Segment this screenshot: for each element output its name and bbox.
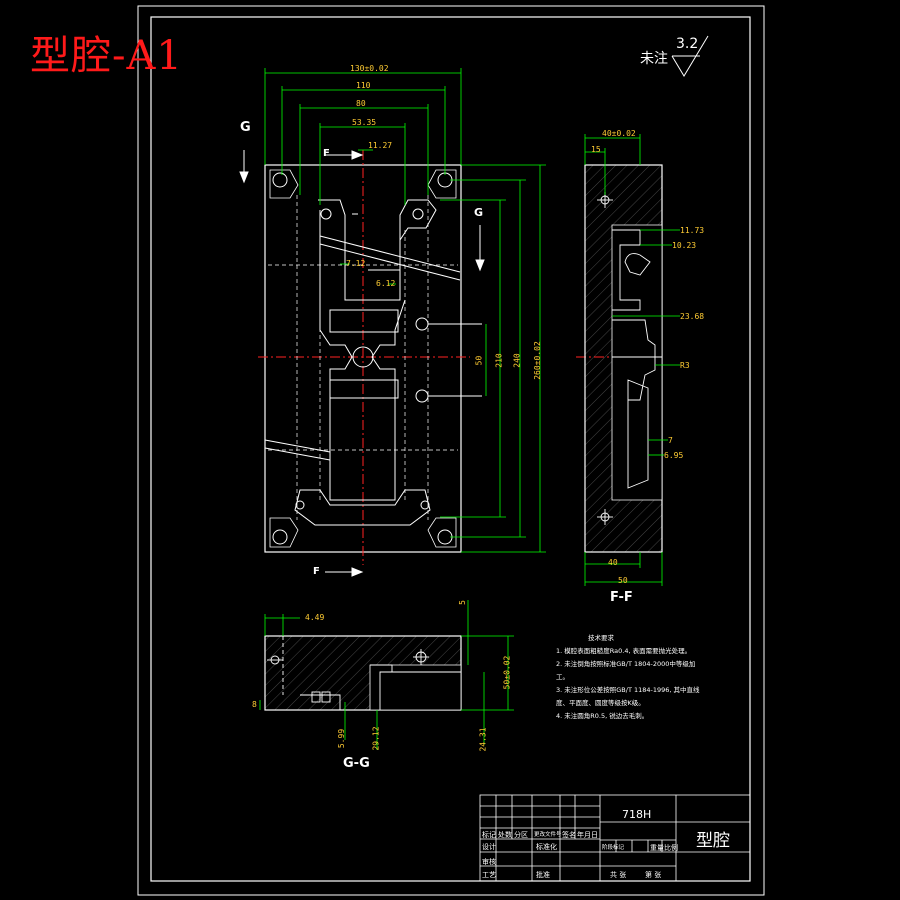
dim-ff-r3: R3 <box>680 361 690 370</box>
main-plan-view <box>239 68 662 577</box>
notes-title: 技术要求 <box>588 634 614 642</box>
roughness-label: 未注 <box>640 51 668 67</box>
part-name: 型腔 <box>696 831 730 851</box>
dim-ff-10-23: 10.23 <box>672 241 697 250</box>
dim-11-27: 11.27 <box>368 141 393 150</box>
section-label-g-top: G <box>240 120 251 135</box>
dim-ff-6-95: 6.95 <box>664 451 684 460</box>
tb-col-mark: 标记 <box>482 831 496 839</box>
tb-col-date: 年月日 <box>577 831 598 839</box>
tb-col-count: 处数 <box>498 831 512 839</box>
tb-weight: 重量 <box>650 844 664 852</box>
dim-50-main: 50 <box>474 355 484 366</box>
outer-frame <box>137 5 765 896</box>
tb-sheets-total: 共 张 <box>610 871 627 879</box>
tb-approve: 批准 <box>536 871 550 879</box>
note-item: 2. 未注倒角按照标准GB/T 1804-2000中等级加工。 <box>556 660 696 681</box>
dim-53-35: 53.35 <box>352 118 377 127</box>
note-item: 3. 未注形位公差按照GB/T 1184-1996, 其中直线度、平面度、圆度等… <box>556 686 700 707</box>
dim-260: 260±0.02 <box>532 341 542 380</box>
tb-review: 审核 <box>482 858 496 866</box>
dim-gg-29-12: 29.12 <box>371 726 381 751</box>
note-item: 1. 模腔表面粗糙度Ra0.4, 表面需要抛光处理。 <box>556 647 692 655</box>
dim-240: 240 <box>512 353 522 368</box>
tb-col-change: 更改文件号 <box>534 832 562 838</box>
tb-process: 工艺 <box>482 871 496 879</box>
material-label: 718H <box>622 808 652 821</box>
corner-hole-bl <box>272 529 288 545</box>
dim-ff-15: 15 <box>591 145 601 154</box>
dim-110: 110 <box>356 81 371 90</box>
section-ff-view <box>584 134 680 586</box>
section-gg-view <box>259 600 514 750</box>
dim-7-12: 7.12 <box>346 259 366 268</box>
note-item: 4. 未注圆角R0.5, 锐边去毛刺。 <box>556 712 649 720</box>
dim-ff-50-bottom: 50 <box>618 576 628 585</box>
dim-130: 130±0.02 <box>350 64 389 73</box>
tb-stage-mark: 阶段标记 <box>602 845 625 851</box>
dim-gg-24-31: 24.31 <box>478 727 488 752</box>
section-title-ff: F-F <box>610 590 633 605</box>
tb-col-zone: 分区 <box>514 831 528 839</box>
tb-sheet-no: 第 张 <box>645 871 662 879</box>
section-label-f-bottom: F <box>313 566 320 577</box>
drawing-title: 型腔-A1 <box>30 33 183 79</box>
dim-ff-7: 7 <box>668 436 673 445</box>
corner-hole-tr <box>437 172 453 188</box>
dim-ff-40-top: 40±0.02 <box>602 129 636 138</box>
dim-6-12: 6.12 <box>376 279 396 288</box>
corner-hole-tl <box>272 172 288 188</box>
dim-80: 80 <box>356 99 366 108</box>
dim-gg-5: 5 <box>457 600 467 605</box>
corner-hole-br <box>437 529 453 545</box>
title-block <box>479 794 751 882</box>
tb-standard: 标准化 <box>536 843 557 851</box>
technical-notes: 技术要求 1. 模腔表面粗糙度Ra0.4, 表面需要抛光处理。 2. 未注倒角按… <box>556 632 706 723</box>
dim-ff-40-bottom: 40 <box>608 558 618 567</box>
tb-col-sign: 签名 <box>562 831 576 839</box>
roughness-value: 3.2 <box>676 36 699 52</box>
section-title-gg: G-G <box>343 756 370 771</box>
dim-210: 210 <box>494 353 504 368</box>
section-label-g-right: G <box>474 206 484 219</box>
inner-frame <box>150 16 751 882</box>
tb-design: 设计 <box>482 843 496 851</box>
roughness-symbol <box>671 35 709 77</box>
dim-gg-5-99: 5.99 <box>337 728 347 749</box>
dim-ff-11-73: 11.73 <box>680 226 705 235</box>
dim-gg-8: 8 <box>252 700 257 709</box>
section-label-f-top: F <box>323 148 330 159</box>
tb-scale: 比例 <box>664 844 678 852</box>
dim-gg-50: 50±0.02 <box>502 655 512 690</box>
dim-ff-23-68: 23.68 <box>680 312 705 321</box>
dim-gg-4-49: 4.49 <box>305 613 325 622</box>
